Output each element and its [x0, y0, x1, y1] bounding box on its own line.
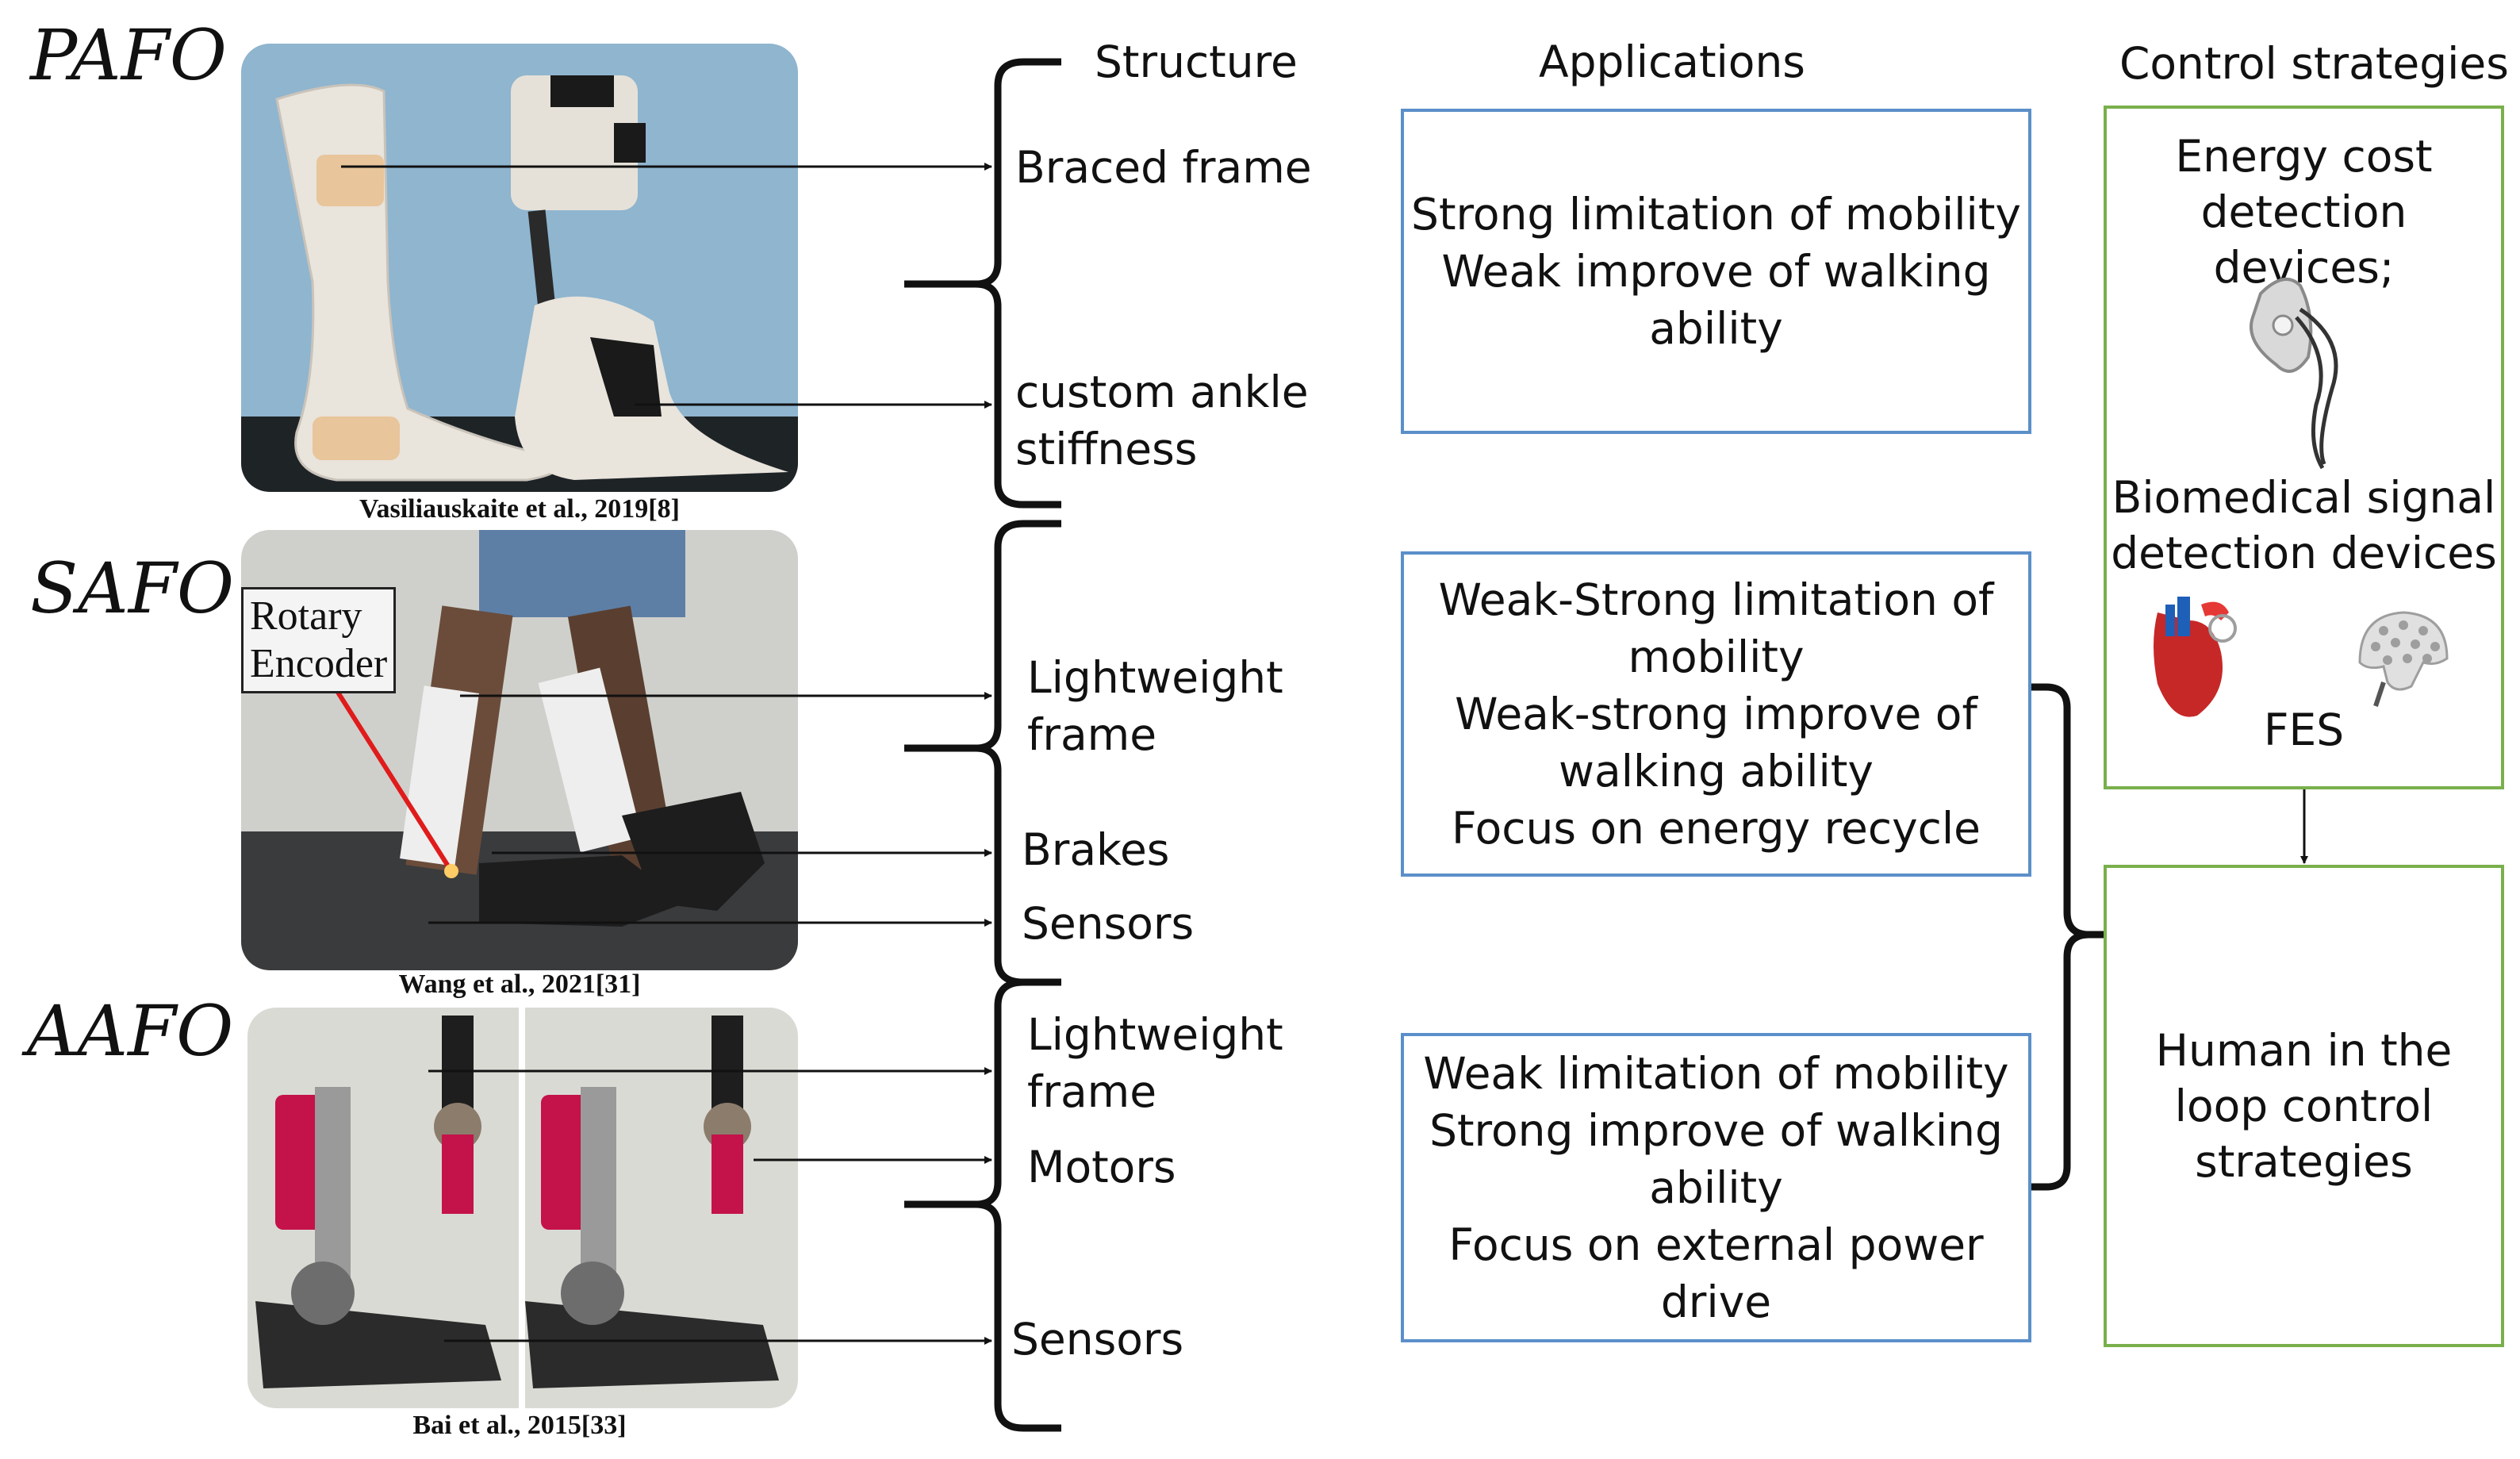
applications-heading: Applications — [1539, 36, 1805, 87]
control-heading: Control strategies — [2119, 38, 2509, 89]
safo-label: SAFO — [30, 547, 235, 629]
application-box-aafo: Weak limitation of mobility Strong impro… — [1401, 1033, 2031, 1342]
safo-photo — [241, 530, 798, 970]
aafo-brace — [904, 978, 1061, 1432]
pafo-photo — [241, 44, 798, 492]
pafo-caption: Vasiliauskaite et al., 2019[8] — [359, 494, 680, 524]
aafo-caption: Bai et al., 2015[33] — [412, 1411, 627, 1440]
human-in-loop-box: Human in the loop control strategies — [2104, 865, 2504, 1347]
biomedical-text: Biomedical signal detection devices — [2111, 472, 2497, 578]
structure-motors: Motors — [1027, 1142, 1176, 1192]
mask-icon — [2250, 278, 2338, 470]
structure-safo-frame: Lightweight frame — [1027, 652, 1283, 760]
heart-icon — [2154, 597, 2237, 717]
eeg-cap-icon — [2358, 611, 2449, 707]
application-text-safo: Weak-Strong limitation of mobility Weak-… — [1438, 574, 1994, 854]
pafo-label: PAFO — [30, 14, 227, 96]
rotary-encoder-label: Rotary Encoder — [241, 587, 397, 693]
structure-brakes: Brakes — [1022, 824, 1170, 875]
fes-text: FES — [2263, 705, 2345, 755]
application-box-safo: Weak-Strong limitation of mobility Weak-… — [1401, 551, 2031, 877]
structure-aafo-frame: Lightweight frame — [1027, 1009, 1283, 1117]
structure-safo-sensors: Sensors — [1022, 898, 1195, 949]
structure-ankle-stiffness: custom ankle stiffness — [1015, 367, 1309, 474]
structure-braced-frame: Braced frame — [1015, 142, 1312, 193]
structure-aafo-sensors: Sensors — [1011, 1314, 1184, 1365]
safo-caption: Wang et al., 2021[31] — [398, 969, 641, 999]
human-in-loop-text: Human in the loop control strategies — [2155, 1025, 2453, 1187]
application-brace — [2031, 683, 2134, 1191]
pafo-brace — [904, 58, 1061, 509]
application-box-pafo: Strong limitation of mobility Weak impro… — [1401, 109, 2031, 434]
energy-cost-text: Energy cost detection devices; — [2175, 131, 2433, 293]
application-text-aafo: Weak limitation of mobility Strong impro… — [1423, 1048, 2009, 1327]
application-text-pafo: Strong limitation of mobility Weak impro… — [1411, 189, 2021, 354]
aafo-label: AAFO — [27, 990, 234, 1072]
structure-heading: Structure — [1095, 36, 1298, 87]
